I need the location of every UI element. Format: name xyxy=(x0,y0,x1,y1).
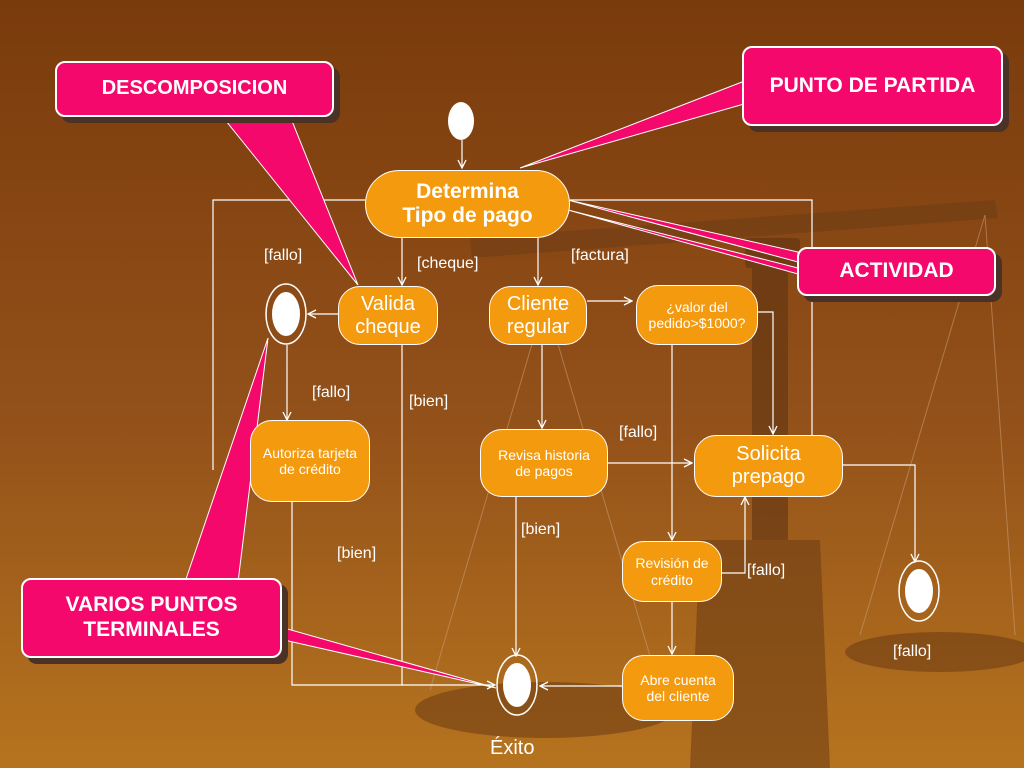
cliente-line2: regular xyxy=(506,315,570,338)
actividad-line1: ACTIVIDAD xyxy=(839,259,954,283)
guard-fallo-revision: [fallo] xyxy=(747,562,786,579)
pointer-varios-b xyxy=(283,627,497,689)
determina-line1: Determina xyxy=(416,179,519,203)
valor-line2: pedido>$1000? xyxy=(648,315,746,331)
revision-line2: crédito xyxy=(650,571,694,588)
varios-line2: TERMINALES xyxy=(83,618,220,641)
callout-varios-puntos-terminales[interactable]: VARIOS PUNTOS TERMINALES xyxy=(21,578,282,658)
start-node xyxy=(448,102,474,140)
callout-pointers xyxy=(184,81,799,689)
guard-bien-left: [bien] xyxy=(337,545,377,562)
terminal-node-exito xyxy=(496,654,538,716)
solicita-line1: Solicita xyxy=(736,443,801,465)
valida-line2: cheque xyxy=(355,315,421,338)
guard-fallo-right: [fallo] xyxy=(619,424,658,441)
callout-punto-de-partida[interactable]: PUNTO DE PARTIDA xyxy=(742,46,1003,126)
punto-line1: PUNTO DE xyxy=(769,73,878,97)
callout-actividad[interactable]: ACTIVIDAD xyxy=(797,247,996,296)
punto-line2: PARTIDA xyxy=(883,73,976,97)
guard-fallo-terminal: [fallo] xyxy=(893,643,932,660)
guard-bien-mid: [bien] xyxy=(409,393,449,410)
decision-valor-del-pedido[interactable]: ¿valor del pedido>$1000? xyxy=(636,285,758,345)
activity-cliente-regular[interactable]: Cliente regular xyxy=(489,286,587,345)
connectors xyxy=(212,140,915,686)
guard-fallo-mid: [fallo] xyxy=(312,384,351,401)
revisa-line2: de pagos xyxy=(515,463,573,479)
abre-line1: Abre cuenta xyxy=(640,671,716,688)
guard-factura: [factura] xyxy=(571,247,629,264)
guard-cheque: [cheque] xyxy=(417,255,479,272)
revision-line1: Revisión de xyxy=(635,555,709,572)
valida-line1: Valida xyxy=(360,292,416,315)
activity-valida-cheque[interactable]: Valida cheque xyxy=(338,286,438,345)
callout-descomposicion[interactable]: DESCOMPOSICION xyxy=(55,61,334,117)
guard-fallo-top: [fallo] xyxy=(264,247,303,264)
activity-determina-tipo-de-pago[interactable]: Determina Tipo de pago xyxy=(365,170,570,238)
descomposicion-line1: DESCOMPOSICION xyxy=(101,77,288,100)
activity-solicita-prepago[interactable]: Solicita prepago xyxy=(694,435,843,497)
revisa-line1: Revisa historia xyxy=(498,446,590,463)
autoriza-line1: Autoriza tarjeta xyxy=(262,444,358,461)
determina-line2: Tipo de pago xyxy=(402,204,533,227)
guard-bien-revisa: [bien] xyxy=(521,521,561,538)
autoriza-line2: de crédito xyxy=(279,461,341,477)
label-exito: Éxito xyxy=(490,737,535,759)
varios-line1: VARIOS PUNTOS xyxy=(65,593,238,617)
activity-revisa-historia[interactable]: Revisa historia de pagos xyxy=(480,429,608,497)
terminal-node-fallo-left xyxy=(265,283,307,345)
terminal-node-fallo-right xyxy=(898,560,940,622)
activity-autoriza-tarjeta[interactable]: Autoriza tarjeta de crédito xyxy=(250,420,370,502)
activity-abre-cuenta[interactable]: Abre cuenta del cliente xyxy=(622,655,734,721)
activity-revision-de-credito[interactable]: Revisión de crédito xyxy=(622,541,722,602)
solicita-line2: prepago xyxy=(731,466,806,488)
abre-line2: del cliente xyxy=(646,688,710,704)
valor-line1: ¿valor del xyxy=(666,298,728,315)
cliente-line1: Cliente xyxy=(506,292,570,315)
